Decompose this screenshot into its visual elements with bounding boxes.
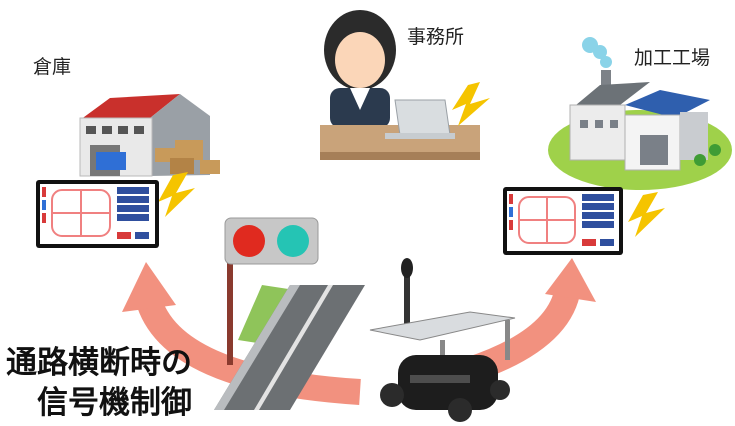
factory-label: 加工工場	[634, 47, 711, 69]
tablet-monitor-icon	[36, 180, 159, 248]
caption: 通路横断時の 信号機制御	[6, 343, 192, 423]
office-label: 事務所	[407, 26, 465, 48]
lightning-icon	[158, 172, 195, 217]
lightning-icon	[452, 82, 490, 126]
caption-line-1: 通路横断時の	[6, 345, 192, 381]
caption-line-2: 信号機制御	[37, 385, 192, 421]
route-map-screen	[509, 194, 614, 246]
warehouse-label: 倉庫	[33, 56, 72, 78]
route-map-screen	[42, 187, 149, 239]
lightning-icon	[628, 192, 665, 237]
tablet-monitor-icon	[503, 187, 623, 255]
